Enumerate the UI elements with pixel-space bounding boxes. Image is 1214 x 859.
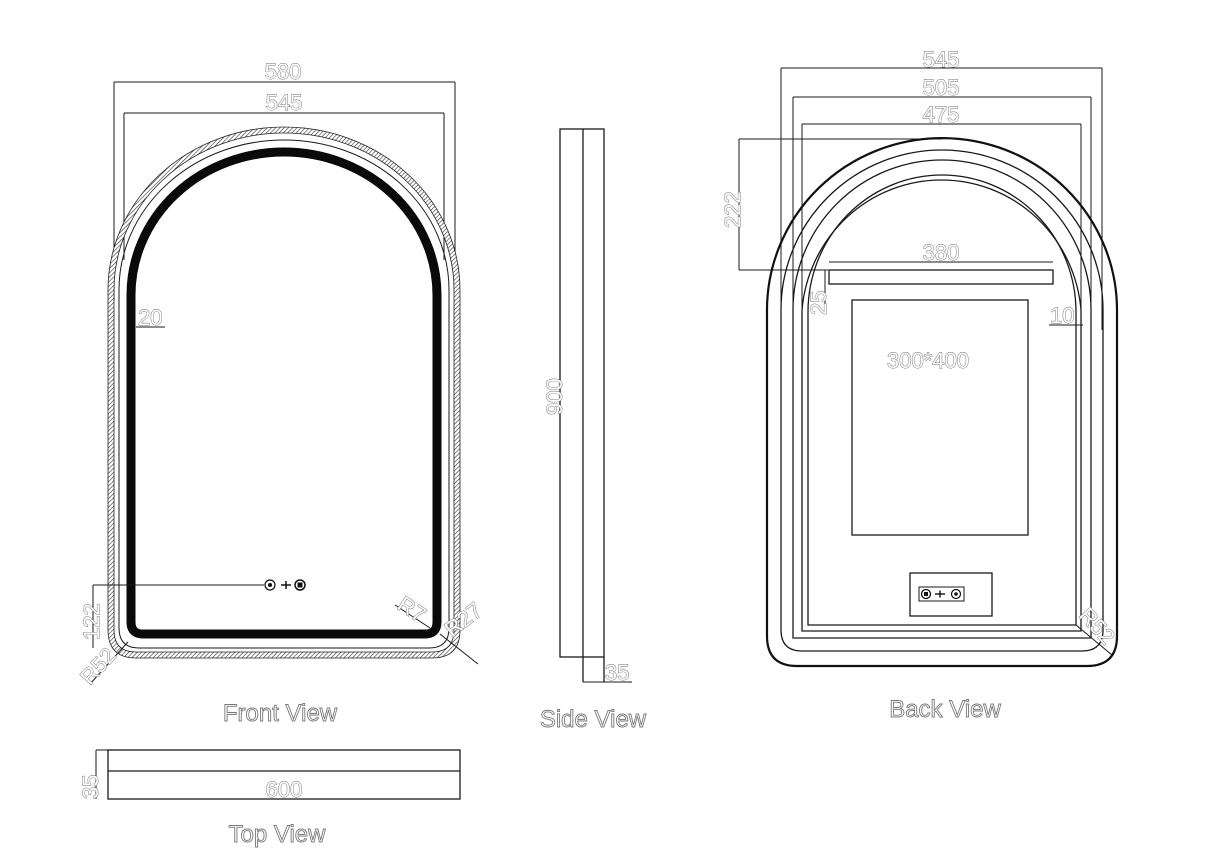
side-view: 900 35 Side View [539, 128, 647, 733]
dim-label-600: 600 [266, 777, 303, 802]
defog-icon [920, 588, 932, 600]
back-switch-box [909, 572, 993, 617]
dim-label-545-back: 545 [923, 47, 960, 72]
dim-label-122: 122 [79, 603, 104, 640]
mirror-outer-frame [108, 127, 460, 658]
dimmer-arrows-icon [935, 590, 945, 598]
dim-label-900: 900 [542, 378, 567, 415]
top-view-label: Top View [229, 821, 327, 848]
dim-label-545: 545 [266, 90, 303, 115]
back-view-label: Back View [889, 696, 1001, 723]
sun-brightness-icon [950, 588, 962, 600]
dim-label-r7: R7 [393, 591, 430, 627]
driver-panel [851, 299, 1029, 536]
back-outer-outline [765, 136, 1119, 668]
dim-label-505: 505 [923, 75, 960, 100]
front-view-label: Front View [223, 700, 338, 727]
top-view: 35 600 Top View [78, 749, 461, 848]
dim-label-25: 25 [806, 291, 831, 315]
led-strip [126, 147, 442, 639]
dimmer-arrows-icon [281, 581, 291, 589]
dim-label-r27: R27 [440, 597, 487, 642]
dim-label-300x400: 300*400 [887, 348, 969, 373]
dim-label-35-side: 35 [605, 660, 629, 685]
dim-label-580: 580 [265, 59, 302, 84]
dim-label-35-top: 35 [78, 775, 103, 799]
touch-switch [93, 579, 306, 591]
dim-label-222: 222 [720, 191, 745, 228]
defog-icon [294, 579, 306, 591]
front-view: 580 545 20 [75, 59, 488, 728]
hanging-bracket [828, 269, 1054, 285]
side-view-label: Side View [540, 706, 647, 733]
sun-brightness-icon [264, 579, 276, 591]
dim-label-380: 380 [923, 240, 960, 265]
dim-580: 580 [113, 59, 456, 300]
back-view: 545 505 475 222 380 25 10 300*4 [720, 47, 1121, 724]
dim-label-475: 475 [923, 102, 960, 127]
dim-label-10: 10 [1050, 303, 1074, 328]
dim-label-20: 20 [138, 305, 162, 330]
dim-545: 545 [123, 90, 445, 260]
